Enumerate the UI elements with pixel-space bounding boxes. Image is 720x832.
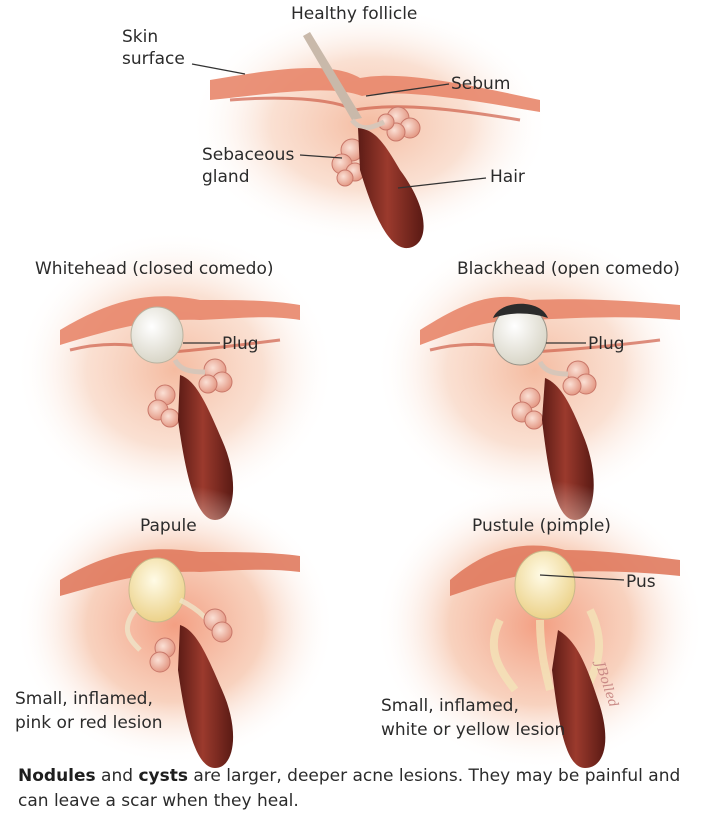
footer-note: Nodules and cysts are larger, deeper acn… — [18, 764, 708, 814]
leader-lines — [183, 63, 625, 581]
whitehead-illustration — [15, 230, 335, 520]
sebaceous-gland-label: Sebaceous gland — [202, 145, 295, 187]
leader-sebum — [365, 83, 450, 97]
pustule-illustration — [375, 480, 705, 770]
footer-text-and: and — [95, 766, 139, 786]
footer-bold-cysts: cysts — [138, 766, 188, 786]
pustule-title: Pustule (pimple) — [472, 516, 611, 536]
leader-pus — [539, 574, 625, 581]
leader-skin-surface — [191, 63, 246, 75]
whitehead-plug-label: Plug — [222, 334, 259, 354]
healthy-follicle-title: Healthy follicle — [291, 4, 418, 24]
blackhead-title: Blackhead (open comedo) — [457, 259, 680, 279]
pustule-caption: Small, inflamed, white or yellow lesion — [381, 696, 566, 740]
papule-title: Papule — [140, 516, 197, 536]
skin-surface-label: Skin surface — [122, 27, 185, 69]
blackhead-illustration — [375, 230, 695, 520]
sebum-label: Sebum — [451, 74, 511, 94]
leader-hair — [397, 177, 487, 189]
hair-label: Hair — [490, 167, 525, 187]
pus-label: Pus — [626, 572, 656, 592]
footer-text-rest: are larger, deeper acne lesions. They ma… — [18, 766, 681, 811]
healthy-follicle-illustration — [190, 5, 550, 249]
whitehead-title: Whitehead (closed comedo) — [35, 259, 274, 279]
papule-illustration — [15, 485, 335, 768]
papule-caption: Small, inflamed, pink or red lesion — [15, 689, 163, 733]
blackhead-plug-label: Plug — [588, 334, 625, 354]
footer-bold-nodules: Nodules — [18, 766, 96, 786]
leader-sebaceous-gland — [299, 154, 343, 159]
